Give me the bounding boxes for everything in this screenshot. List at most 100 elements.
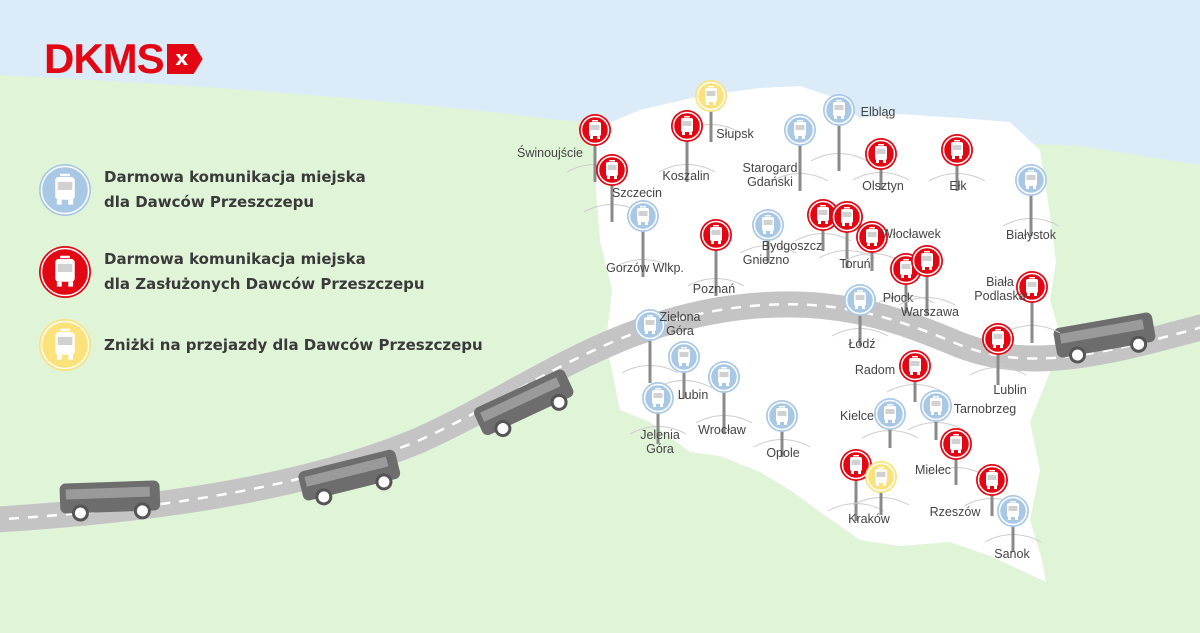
- city-pin-red[interactable]: Świnoujście: [517, 114, 624, 182]
- red-bus-pin-icon: [39, 246, 91, 298]
- city-label: Elbląg: [861, 105, 896, 119]
- city-pin-red[interactable]: Kraków: [827, 449, 891, 526]
- blue-bus-pin-icon: [1015, 164, 1047, 196]
- city-pin-blue[interactable]: Tarnobrzeg: [907, 390, 1017, 440]
- city-label: Rzeszów: [930, 505, 982, 519]
- bus-icon: [776, 406, 788, 425]
- bus-illustration: [59, 480, 161, 522]
- city-label: Lubin: [678, 388, 709, 402]
- city-pin-blue[interactable]: Gniezno: [739, 209, 797, 267]
- city-pin-red[interactable]: Toruń: [818, 201, 876, 271]
- red-bus-pin-icon: [579, 114, 611, 146]
- city-label: Tarnobrzeg: [954, 402, 1017, 416]
- blue-bus-pin-icon: [874, 398, 906, 430]
- blue-bus-pin-icon: [844, 284, 876, 316]
- city-pin-red[interactable]: Szczecin: [583, 154, 662, 222]
- red-bus-pin-icon: [976, 464, 1008, 496]
- bus-icon: [850, 455, 862, 474]
- city-label: Słupsk: [716, 127, 754, 141]
- city-label: Warszawa: [901, 305, 959, 319]
- bus-icon: [1025, 170, 1037, 189]
- bus-icon: [909, 356, 921, 375]
- city-label: Lublin: [993, 383, 1026, 397]
- bus-icon: [854, 290, 866, 309]
- bus-icon: [930, 396, 942, 415]
- bus-icon: [951, 140, 963, 159]
- city-pin-red[interactable]: Olsztyn: [852, 138, 910, 193]
- bus-icon: [1007, 501, 1019, 520]
- legend-line2: dla Zasłużonych Dawców Przeszczepu: [104, 275, 425, 293]
- legend-line1: Zniżki na przejazdy dla Dawców Przeszcze…: [104, 335, 483, 354]
- city-pin-red[interactable]: Poznań: [687, 219, 745, 296]
- city-pin-blue[interactable]: Kielce: [840, 398, 919, 448]
- yellow-bus-pin-icon: [39, 319, 91, 371]
- bus-icon: [921, 251, 933, 270]
- city-pin-blue[interactable]: Sanok: [984, 495, 1042, 561]
- city-pin-red[interactable]: Lublin: [969, 323, 1027, 397]
- bus-icon: [718, 367, 730, 386]
- bus-illustration: [1053, 312, 1156, 364]
- bus-icon: [705, 86, 717, 105]
- city-pin-yellow[interactable]: [852, 461, 910, 515]
- city-label: Wrocław: [698, 423, 747, 437]
- bus-icon: [710, 225, 722, 244]
- blue-bus-pin-icon: [752, 209, 784, 241]
- city-pin-blue[interactable]: Elbląg: [810, 94, 896, 171]
- red-bus-pin-icon: [856, 221, 888, 253]
- blue-bus-pin-icon: [823, 94, 855, 126]
- city-label: Olsztyn: [862, 179, 904, 193]
- city-pin-blue[interactable]: Łódź: [831, 284, 889, 351]
- blue-bus-pin-icon: [642, 382, 674, 414]
- city-label: Płock: [883, 291, 914, 305]
- city-pin-blue[interactable]: Opole: [753, 400, 811, 460]
- city-label: Gorzów Wlkp.: [606, 261, 684, 275]
- bus-icon: [875, 467, 887, 486]
- city-pin-blue[interactable]: Białystok: [1002, 164, 1060, 242]
- red-bus-pin-icon: [596, 154, 628, 186]
- city-pin-blue[interactable]: Lubin: [655, 341, 713, 402]
- bus-icon: [606, 160, 618, 179]
- city-pin-red[interactable]: Rzeszów: [930, 464, 1021, 519]
- city-pin-red[interactable]: Radom: [855, 350, 944, 402]
- city-label: Świnoujście: [517, 145, 583, 160]
- bus-icon: [644, 315, 656, 334]
- city-label: Toruń: [839, 257, 870, 271]
- red-bus-pin-icon: [840, 449, 872, 481]
- bus-icon: [950, 434, 962, 453]
- bus-icon: [866, 227, 878, 246]
- bus-icon: [875, 144, 887, 163]
- city-label: Poznań: [693, 282, 735, 296]
- bus-icon: [992, 329, 1004, 348]
- bus-icon: [678, 347, 690, 366]
- bus-illustration: [298, 449, 401, 506]
- bus-icon: [884, 404, 896, 423]
- blue-bus-pin-icon: [708, 361, 740, 393]
- blue-bus-pin-icon: [39, 164, 91, 216]
- city-pin-red[interactable]: Ełk: [928, 134, 986, 193]
- city-label: Sanok: [994, 547, 1030, 561]
- logo-text: DKMS: [44, 35, 165, 82]
- city-pin-blue[interactable]: Wrocław: [695, 361, 753, 437]
- yellow-bus-pin-icon: [695, 80, 727, 112]
- city-label: Kielce: [840, 409, 874, 423]
- red-bus-pin-icon: [940, 428, 972, 460]
- city-pin-yellow[interactable]: Słupsk: [682, 80, 755, 142]
- bus-illustration: [474, 369, 574, 438]
- city-label: Ełk: [949, 179, 967, 193]
- city-pin-red[interactable]: Warszawa: [898, 245, 959, 319]
- dkms-logo: DKMS x: [44, 38, 203, 80]
- city-pin-red[interactable]: Koszalin: [658, 110, 716, 183]
- city-pin-red[interactable]: Mielec: [915, 428, 985, 485]
- city-pin-blue[interactable]: Gorzów Wlkp.: [606, 200, 684, 277]
- bus-icon: [681, 116, 693, 135]
- city-label: Włocławek: [881, 227, 941, 241]
